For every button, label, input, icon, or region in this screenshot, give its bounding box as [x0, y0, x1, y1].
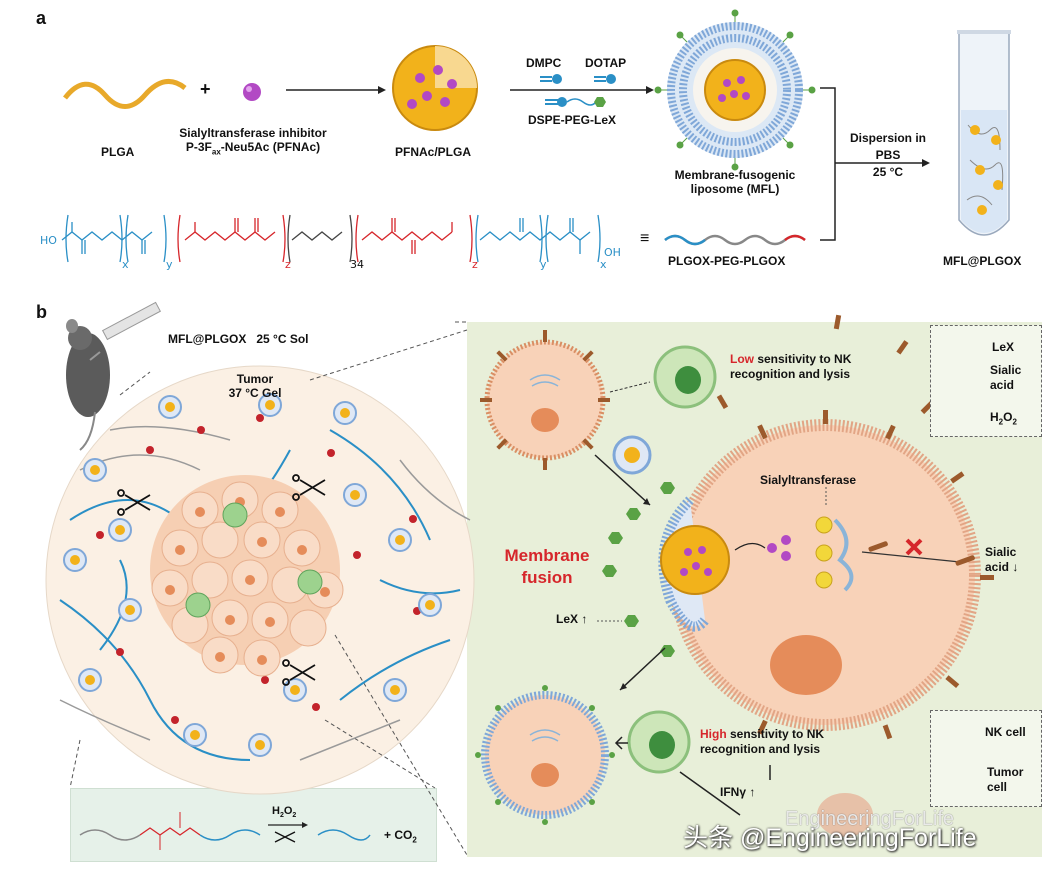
dispersion-label: Dispersion in PBS 25 °C: [849, 131, 926, 179]
chem-y-left: y: [166, 258, 173, 271]
high-sensitivity-label: High sensitivity to NK recognition and l…: [700, 727, 825, 756]
low-sensitivity-label: Low sensitivity to NK recognition and ly…: [730, 352, 852, 381]
mfl-liposome: [654, 9, 816, 171]
chem-z-left: z: [285, 258, 291, 271]
inset-polymer: [79, 812, 371, 850]
chem-y-right: y: [540, 258, 547, 271]
plga-label: PLGA: [101, 145, 135, 159]
legend-h2o2: H2O2: [990, 410, 1017, 427]
tumor-gel-label: Tumor 37 °C Gel: [228, 372, 282, 400]
product-label: MFL@PLGOX: [943, 254, 1022, 268]
plga-chain: [63, 78, 187, 109]
watermark-faint: EngineeringForLife: [785, 808, 954, 830]
scattered-liposomes: [63, 393, 442, 757]
mouse-illustration: [66, 319, 110, 451]
chem-oh: OH: [604, 246, 621, 259]
nk-cell-top: [653, 345, 717, 409]
nk-cell-bottom: [627, 710, 691, 774]
sialic-decrease-label: Sialic acid ↓: [985, 545, 1019, 574]
inset-h2o2-label: H2O2: [272, 805, 297, 820]
dspe-label: DSPE-PEG-LeX: [528, 113, 617, 127]
approaching-liposome: [612, 435, 652, 475]
tumor-cell-low-sensitivity: [480, 330, 610, 470]
dspe-peg-lex-icon: [545, 97, 606, 107]
syringe-illustration: [89, 301, 162, 361]
chem-x-right: x: [600, 258, 607, 271]
watermark-main: 头条 @EngineeringForLife: [683, 824, 977, 852]
inset-co2-label: + CO2: [384, 828, 417, 845]
dmpc-label: DMPC: [526, 56, 562, 70]
test-tube: [957, 30, 1011, 236]
legend-sialic: Sialic acid: [990, 363, 1022, 392]
tumor-cell-cluster: [150, 475, 344, 677]
legend-lex: LeX: [992, 340, 1015, 354]
legend-nk-cell: NK cell: [985, 725, 1026, 739]
dotap-label: DOTAP: [585, 56, 627, 70]
chem-34: 34: [350, 258, 364, 271]
sialyltransferase-label: Sialyltransferase: [760, 473, 857, 487]
fusing-tumor-cell: [597, 314, 994, 740]
lex-increase-label: LeX ↑: [556, 612, 588, 626]
panel-b-letter: b: [36, 302, 47, 322]
injection-label: MFL@PLGOX 25 °C Sol: [168, 332, 309, 346]
dmpc-icon: [540, 74, 562, 84]
chem-x-left: x: [122, 258, 129, 271]
legend-bottom: [930, 710, 1042, 807]
chem-ho: HO: [40, 234, 57, 247]
chem-z-right: z: [472, 258, 478, 271]
pfnac-plga-label: PFNAc/PLGA: [395, 145, 472, 159]
pfnac-plga-nanoparticle: [392, 45, 478, 131]
plus-sign: +: [200, 79, 211, 99]
tumor-cell-high-sensitivity: [475, 685, 615, 825]
dotap-icon: [594, 74, 616, 84]
ifn-label: IFNγ ↑: [720, 785, 756, 799]
scissors-icons: [117, 474, 326, 686]
legend-top: [930, 325, 1042, 437]
mfl-label: Membrane-fusogenic liposome (MFL): [674, 168, 796, 196]
panel-a-letter: a: [36, 8, 47, 28]
legend-tumor-cell: Tumor cell: [987, 765, 1024, 794]
membrane-fusion-label: Membrane fusion: [504, 546, 590, 587]
equiv-sign: ≡: [640, 230, 650, 247]
polymer-label: PLGOX-PEG-PLGOX: [668, 254, 786, 268]
inhibitor-label: Sialyltransferase inhibitor P-3Fax-Neu5A…: [179, 126, 327, 157]
